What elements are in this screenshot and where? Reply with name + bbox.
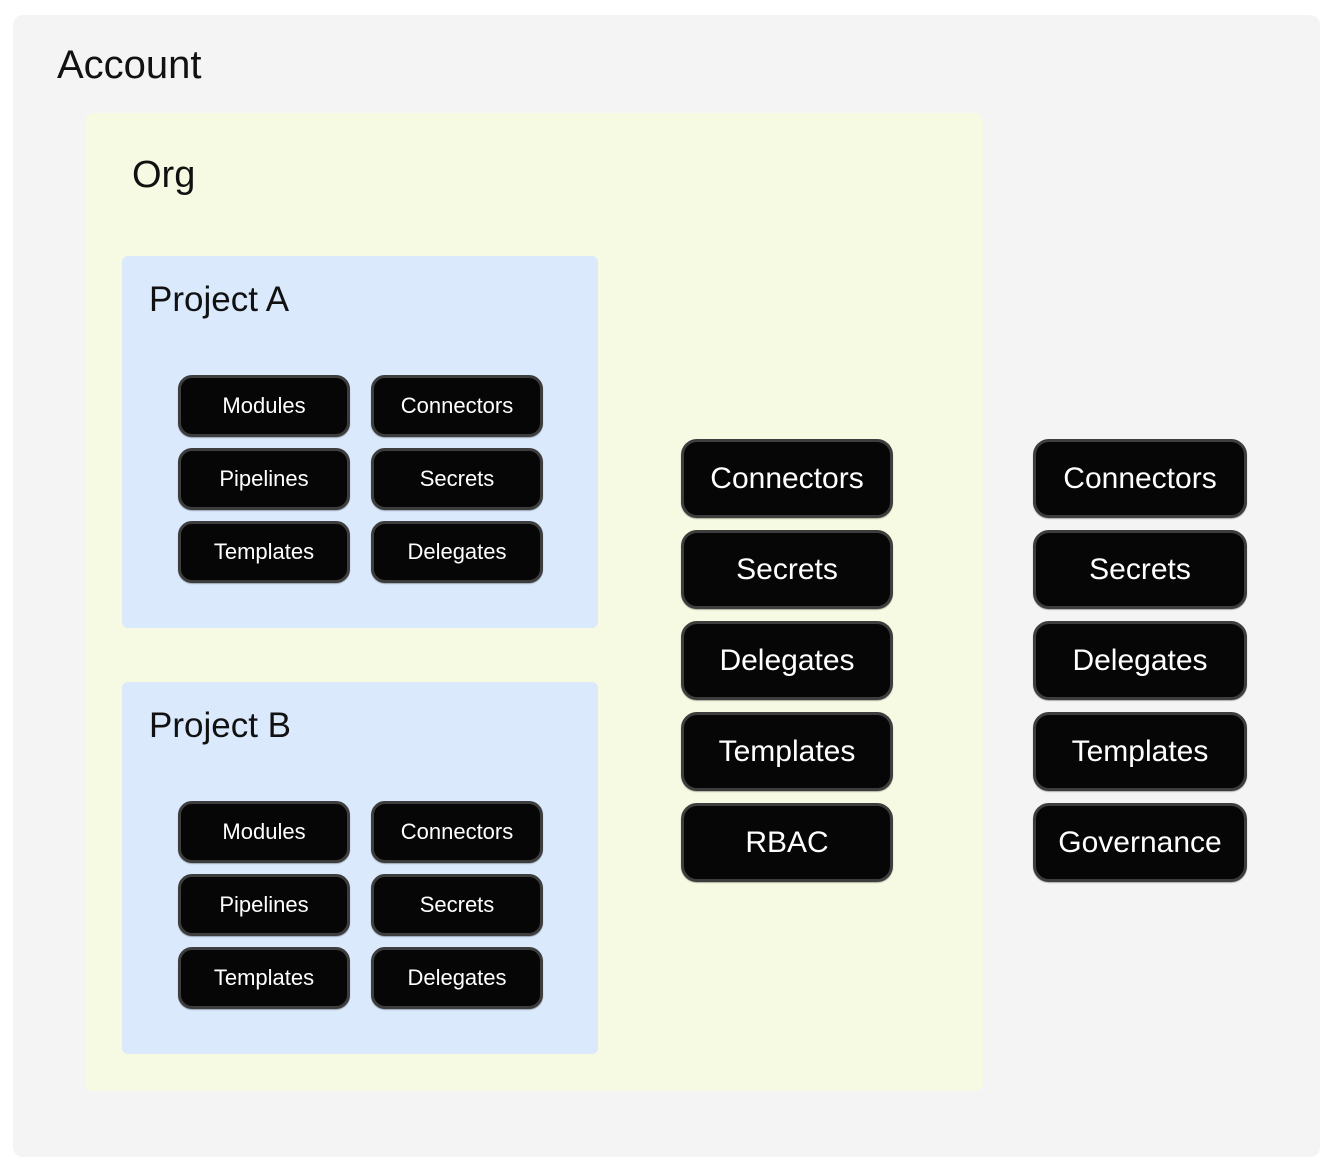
project-resource-node: Modules [178,801,350,863]
org-resource-column: Connectors Secrets Delegates Templates R… [681,439,893,882]
project-resource-node: Delegates [371,521,543,583]
project-resource-node: Templates [178,521,350,583]
org-resource-node: RBAC [681,803,893,882]
account-resource-node: Connectors [1033,439,1247,518]
project-resource-node: Secrets [371,448,543,510]
project-resource-node: Connectors [371,375,543,437]
project-a-title: Project A [149,280,290,319]
project-resource-node: Pipelines [178,448,350,510]
project-resource-node: Templates [178,947,350,1009]
account-scope-box: Account Org Project A Modules Connectors… [13,15,1320,1157]
project-resource-node: Connectors [371,801,543,863]
project-a-resource-grid: Modules Connectors Pipelines Secrets Tem… [178,375,543,583]
account-resource-column: Connectors Secrets Delegates Templates G… [1033,439,1247,882]
org-resource-node: Delegates [681,621,893,700]
project-b-title: Project B [149,706,291,745]
account-resource-node: Secrets [1033,530,1247,609]
org-scope-box: Org Project A Modules Connectors Pipelin… [85,113,983,1091]
project-a-box: Project A Modules Connectors Pipelines S… [122,256,598,628]
account-resource-node: Delegates [1033,621,1247,700]
project-resource-node: Delegates [371,947,543,1009]
account-resource-node: Templates [1033,712,1247,791]
account-title: Account [57,43,202,87]
project-resource-node: Modules [178,375,350,437]
org-resource-node: Secrets [681,530,893,609]
org-resource-node: Templates [681,712,893,791]
project-b-resource-grid: Modules Connectors Pipelines Secrets Tem… [178,801,543,1009]
project-b-box: Project B Modules Connectors Pipelines S… [122,682,598,1054]
org-title: Org [132,154,196,196]
project-resource-node: Pipelines [178,874,350,936]
org-resource-node: Connectors [681,439,893,518]
account-resource-node: Governance [1033,803,1247,882]
project-resource-node: Secrets [371,874,543,936]
